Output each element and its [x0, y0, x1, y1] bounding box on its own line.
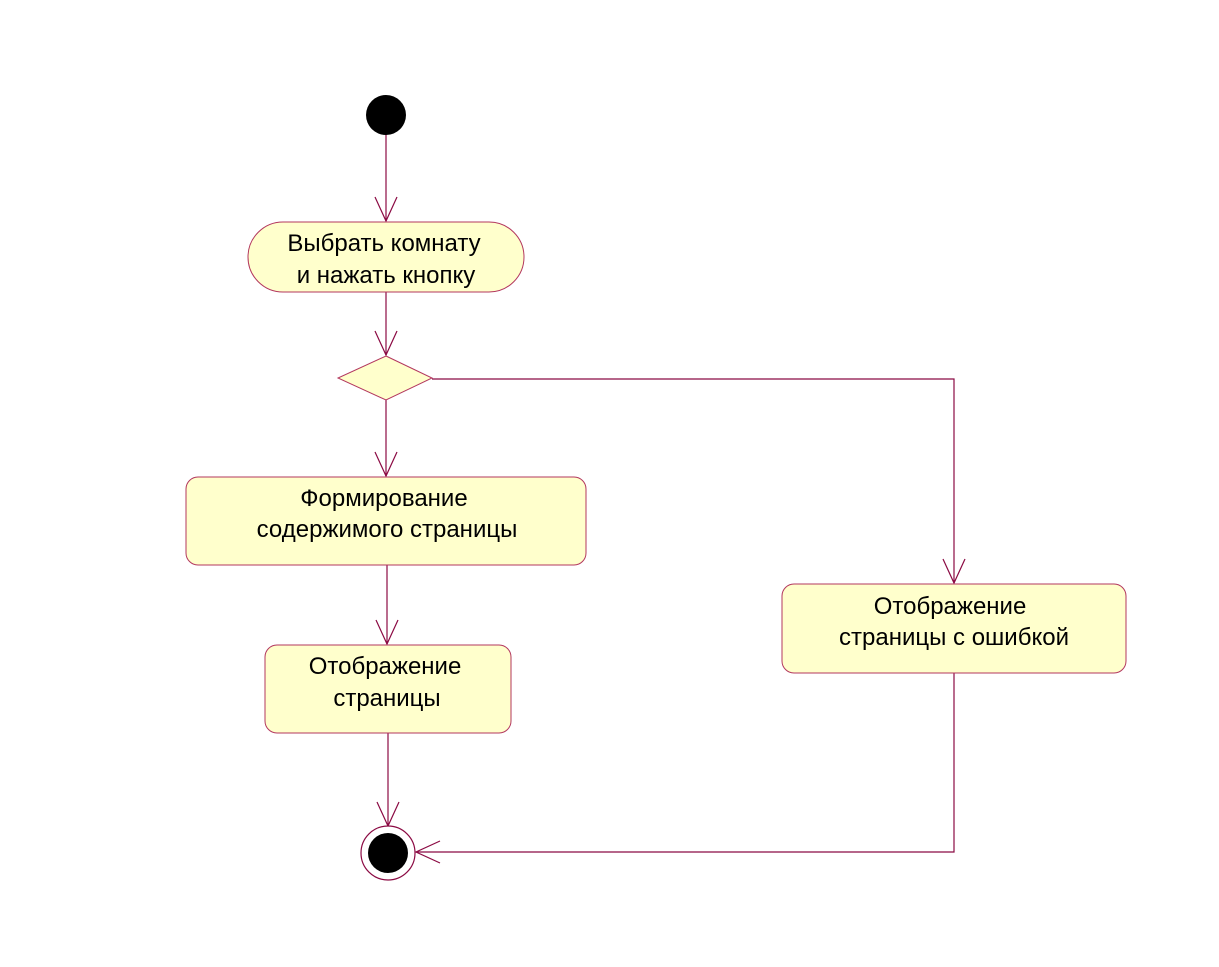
- action-form-content[interactable]: Формирование содержимого страницы: [185, 476, 587, 566]
- action-show-error-line2: страницы с ошибкой: [839, 624, 1069, 651]
- action-form-content-line1: Формирование: [300, 485, 467, 512]
- transition-decision-to-error: [432, 378, 966, 585]
- action-select-room[interactable]: Выбрать комнату и нажать кнопку: [247, 221, 525, 293]
- initial-node: [366, 95, 406, 135]
- transition-show-to-end: [376, 733, 400, 828]
- action-select-room-line2: и нажать кнопку: [297, 262, 476, 289]
- action-form-content-line2: содержимого страницы: [257, 516, 518, 543]
- decision-node[interactable]: [336, 355, 434, 401]
- transition-decision-to-form: [374, 400, 398, 478]
- transition-select-to-decision: [374, 292, 398, 357]
- transitions: [374, 134, 966, 864]
- action-show-page-line1: Отображение: [309, 653, 462, 680]
- transition-error-to-end: [414, 673, 955, 864]
- action-select-room-line1: Выбрать комнату: [287, 230, 480, 257]
- action-show-page[interactable]: Отображение страницы: [264, 644, 512, 734]
- final-node: [360, 825, 416, 881]
- transition-start-to-select: [374, 134, 398, 223]
- action-show-error[interactable]: Отображение страницы с ошибкой: [781, 583, 1127, 674]
- action-show-page-line2: страницы: [333, 685, 440, 712]
- transition-form-to-show: [375, 565, 399, 646]
- action-show-error-line1: Отображение: [874, 593, 1027, 620]
